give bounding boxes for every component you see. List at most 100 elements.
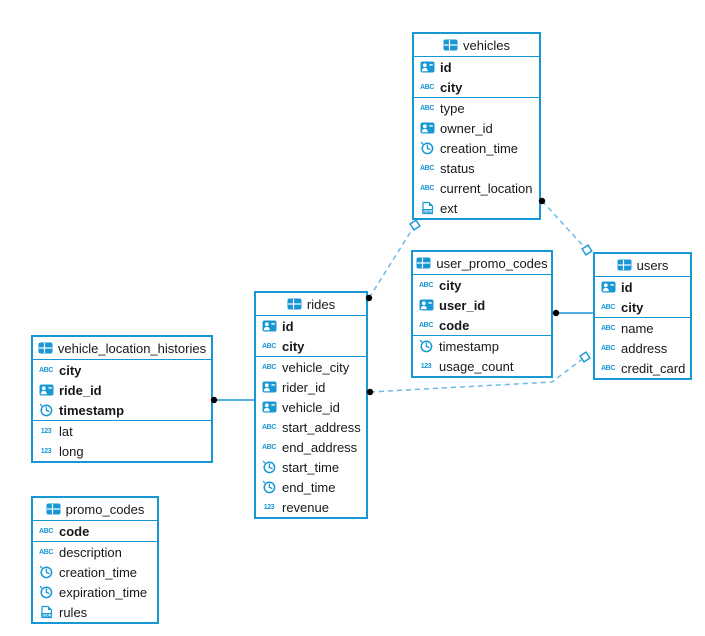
table-name: vehicles: [463, 37, 510, 53]
table-name: promo_codes: [65, 501, 145, 517]
table-header[interactable]: user_promo_codes: [413, 252, 551, 275]
column-row: ABC current_location: [414, 178, 539, 198]
text-abc-icon: ABC: [420, 83, 434, 91]
table-name: user_promo_codes: [436, 255, 548, 271]
person-id-icon: [261, 380, 277, 394]
column-row: ABC code: [413, 315, 551, 335]
relationship-dot-marker: [552, 309, 560, 317]
column-name: rider_id: [282, 379, 326, 395]
column-row: 123 long: [33, 441, 211, 461]
clock-icon: [261, 480, 277, 494]
relationship-diamond-marker: [579, 351, 591, 363]
text-abc-icon: ABC: [39, 527, 53, 535]
key-columns-section: ABC code: [33, 521, 157, 542]
table-icon: [416, 257, 431, 269]
clock-icon: [38, 565, 54, 579]
text-abc-icon: ABC: [601, 364, 615, 372]
text-abc-icon: ABC: [419, 281, 433, 289]
column-name: vehicle_id: [282, 399, 340, 415]
table-header[interactable]: rides: [256, 293, 366, 316]
column-row: start_time: [256, 457, 366, 477]
table-header[interactable]: users: [595, 254, 690, 277]
column-row: ABC city: [256, 336, 366, 356]
clock-icon: [38, 585, 54, 599]
relationship-diamond-marker: [581, 244, 593, 256]
column-name: city: [282, 338, 305, 354]
number-123-icon: 123: [40, 427, 52, 435]
person-id-icon: [419, 60, 435, 74]
text-abc-icon: ABC: [601, 344, 615, 352]
column-row: id: [595, 277, 690, 297]
person-id-icon: [600, 280, 616, 294]
clock-icon: [419, 141, 435, 155]
relationship-line-vehicles-users[interactable]: [541, 200, 588, 251]
column-row: end_time: [256, 477, 366, 497]
column-name: id: [282, 318, 294, 334]
column-row: owner_id: [414, 118, 539, 138]
number-123-icon: 123: [40, 447, 52, 455]
column-name: name: [621, 320, 654, 336]
column-name: creation_time: [59, 564, 138, 580]
column-name: code: [59, 523, 90, 539]
table-name: users: [636, 257, 669, 273]
column-row: ride_id: [33, 380, 211, 400]
column-row: JSON ext: [414, 198, 539, 218]
column-row: timestamp: [413, 336, 551, 356]
column-name: long: [59, 443, 84, 459]
column-row: expiration_time: [33, 582, 157, 602]
text-abc-icon: ABC: [420, 184, 434, 192]
column-name: current_location: [440, 180, 533, 196]
clock-icon: [38, 403, 54, 417]
column-name: user_id: [439, 297, 486, 313]
svg-text:JSON: JSON: [422, 210, 432, 214]
table-header[interactable]: promo_codes: [33, 498, 157, 521]
person-id-icon: [419, 121, 435, 135]
text-abc-icon: ABC: [419, 321, 433, 329]
table-header[interactable]: vehicle_location_histories: [33, 337, 211, 360]
column-name: expiration_time: [59, 584, 148, 600]
clock-icon: [418, 339, 434, 353]
column-name: description: [59, 544, 122, 560]
column-name: address: [621, 340, 668, 356]
number-123-icon: 123: [420, 362, 432, 370]
clock-icon: [261, 460, 277, 474]
text-abc-icon: ABC: [262, 342, 276, 350]
json-icon: JSON: [419, 201, 435, 215]
column-name: timestamp: [59, 402, 125, 418]
column-name: revenue: [282, 499, 329, 515]
column-name: code: [439, 317, 470, 333]
table-header[interactable]: vehicles: [414, 34, 539, 57]
text-abc-icon: ABC: [420, 164, 434, 172]
text-abc-icon: ABC: [262, 443, 276, 451]
person-id-icon: [418, 298, 434, 312]
column-name: ext: [440, 200, 458, 216]
column-row: id: [256, 316, 366, 336]
relationship-line-vehicles-rides[interactable]: [368, 224, 416, 299]
text-abc-icon: ABC: [601, 303, 615, 311]
column-name: end_address: [282, 439, 358, 455]
